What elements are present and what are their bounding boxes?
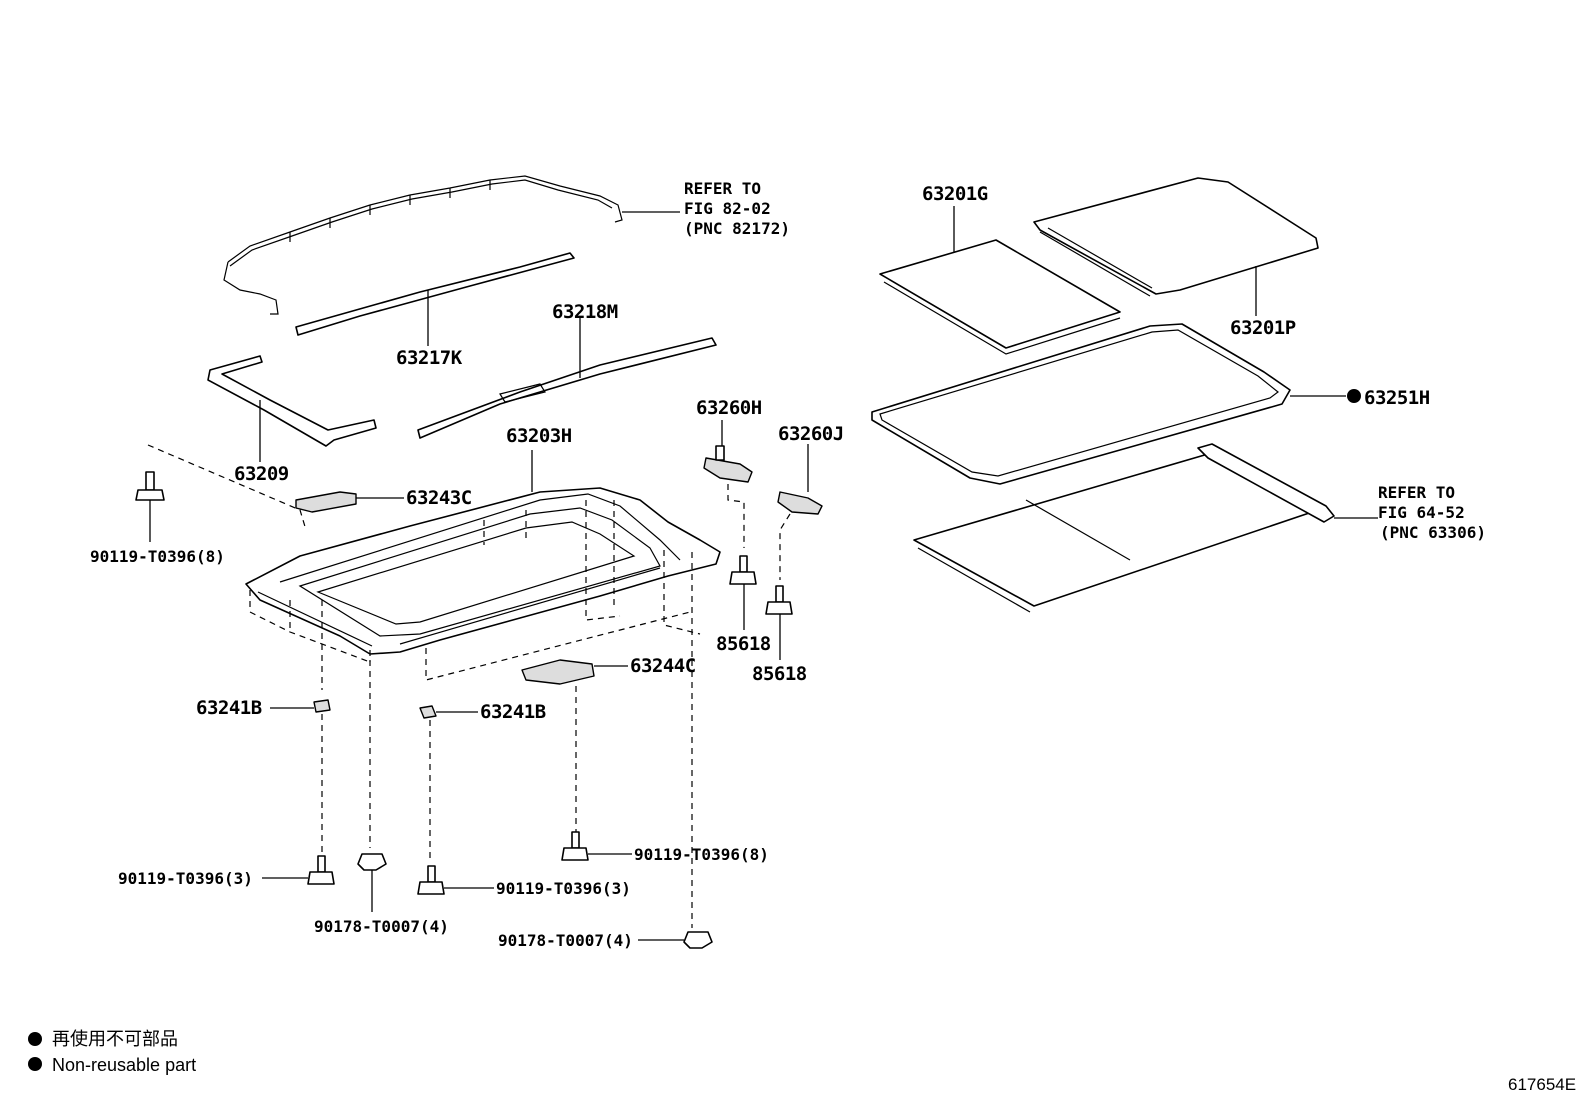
figure-code: 617654E [1508,1075,1576,1094]
bolt-85618-b: 85618 [752,585,807,685]
sunshade-assembly [913,443,1378,613]
label-nut-bottom-left: 90178-T0007(4) [314,917,449,936]
part-63209: 63209 [207,355,377,485]
frame-dashed-guides [249,500,701,690]
label-63201P: 63201P [1230,317,1296,339]
label-63241B-left: 63241B [196,697,262,719]
label-63260H: 63260H [696,397,762,419]
label-nut-bottom-right: 90178-T0007(4) [498,931,633,950]
part-63241B-mid: 63241B [419,701,546,862]
refer-to-fig-82-02: REFER TO FIG 82-02 (PNC 82172) [684,179,790,238]
legend-jp: 再使用不可部品 [52,1029,178,1049]
label-63241B-mid: 63241B [480,701,546,723]
part-63218M: 63218M [417,301,717,439]
nut-bottom-right: 90178-T0007(4) [498,660,713,950]
bolt-bottom-mid: 90119-T0396(3) [417,865,631,898]
refer-right-line3: (PNC 63306) [1380,523,1486,542]
part-63203H: 63203H [245,425,721,655]
label-63217K: 63217K [396,347,463,369]
label-bolt-top-left: 90119-T0396(8) [90,547,225,566]
label-63243C: 63243C [406,487,472,509]
label-85618-b: 85618 [752,663,807,685]
part-63251H: 63251H [871,323,1430,485]
bolt-top-left: 90119-T0396(8) [90,471,225,566]
label-63251H: 63251H [1364,387,1430,409]
refer-top-line3: (PNC 82172) [684,219,790,238]
refer-right-line2: FIG 64-52 [1378,503,1465,522]
label-63203H: 63203H [506,425,572,447]
non-reusable-marker [1347,389,1361,403]
bolt-85618-a: 85618 [716,555,771,655]
part-63260H: 63260H [696,397,762,548]
refer-top-line1: REFER TO [684,179,761,198]
bolt-right-mid: 90119-T0396(8) [561,831,769,864]
legend-bullet-en [28,1057,42,1071]
label-bolt-bottom-left: 90119-T0396(3) [118,869,253,888]
label-63218M: 63218M [552,301,618,323]
legend-en: Non-reusable part [52,1055,196,1075]
refer-right-line1: REFER TO [1378,483,1455,502]
label-63260J: 63260J [778,423,844,445]
label-bolt-right-mid: 90119-T0396(8) [634,845,769,864]
label-63244C: 63244C [630,655,696,677]
part-63201G: 63201G [879,183,1121,355]
drain-hose-assembly [223,175,680,315]
part-63243C: 63243C [295,487,472,513]
label-85618-a: 85618 [716,633,771,655]
legend-bullet-jp [28,1032,42,1046]
refer-to-fig-64-52: REFER TO FIG 64-52 (PNC 63306) [1378,483,1486,542]
refer-top-line2: FIG 82-02 [684,199,771,218]
part-63244C: 63244C [521,655,696,832]
label-63209: 63209 [234,463,289,485]
part-63201P: 63201P [1033,177,1319,339]
part-63260J: 63260J [777,423,844,580]
legend: 再使用不可部品 Non-reusable part [28,1029,196,1075]
bolt-bottom-left: 90119-T0396(3) [118,855,335,888]
part-63217K: 63217K [295,252,575,369]
label-63201G: 63201G [922,183,988,205]
nut-bottom-left: 90178-T0007(4) [314,853,449,936]
part-63241B-left: 63241B [196,697,331,852]
label-bolt-bottom-mid: 90119-T0396(3) [496,879,631,898]
